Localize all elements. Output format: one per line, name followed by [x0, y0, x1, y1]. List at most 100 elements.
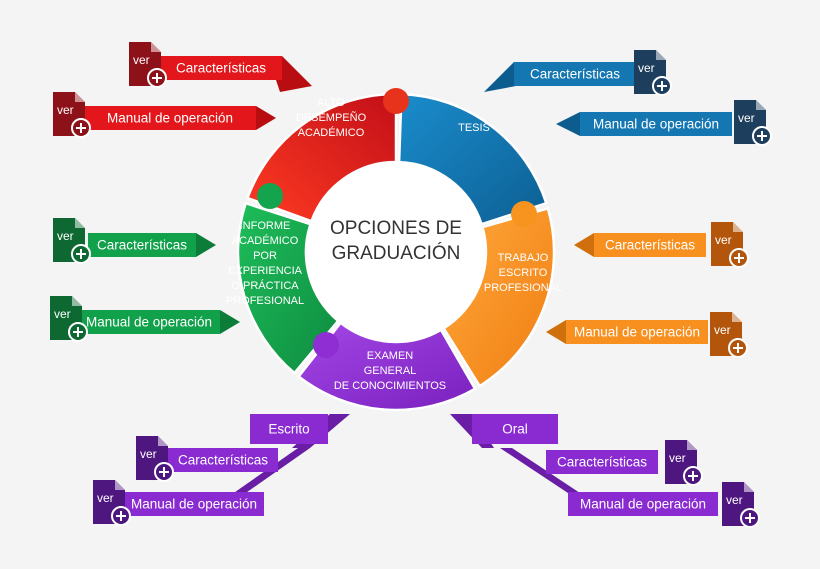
ver-label: ver [57, 103, 74, 117]
green-caracteristicas-bar[interactable]: Características [88, 233, 196, 257]
svg-text:DESEMPEÑO: DESEMPEÑO [296, 111, 367, 124]
puzzle-tab-red [383, 88, 409, 114]
svg-text:ESCRITO: ESCRITO [499, 267, 548, 279]
page-fold-icon [115, 480, 125, 490]
svg-text:INFORME: INFORME [240, 220, 291, 232]
ver-label: ver [57, 229, 74, 243]
plus-icon [757, 131, 767, 141]
bar-label: Características [178, 453, 268, 468]
purple-oral-manual-doc-button[interactable]: ver [722, 482, 760, 528]
connector-red-1 [276, 56, 312, 92]
purple-escrito-bar[interactable]: Escrito [250, 414, 328, 444]
page-fold-icon [158, 436, 168, 446]
svg-text:TRABAJO: TRABAJO [498, 252, 549, 264]
bar-background [568, 492, 718, 516]
bar-label: Manual de operación [580, 497, 706, 512]
orange-caracteristicas-bar[interactable]: Características [594, 233, 706, 257]
green-manual-bar[interactable]: Manual de operación [78, 310, 220, 334]
red-manual-bar[interactable]: Manual de operación [84, 106, 256, 130]
plus-icon [733, 343, 743, 353]
blue-caracteristicas-bar[interactable]: Características [514, 62, 636, 86]
bar-background [594, 233, 706, 257]
ver-label: ver [54, 307, 71, 321]
plus-icon [657, 81, 667, 91]
red-caracteristicas-bar[interactable]: Características [160, 56, 282, 80]
connector-orange-1 [574, 233, 594, 257]
bar-background [566, 320, 708, 344]
purple-oral-manual-bar[interactable]: Manual de operación [568, 492, 718, 516]
svg-text:ACADÉMICO: ACADÉMICO [232, 234, 299, 247]
page-fold-icon [732, 312, 742, 322]
green-caracteristicas-doc-button[interactable]: ver [53, 218, 91, 264]
puzzle-tab-purple [313, 332, 339, 358]
red-caracteristicas-doc-button[interactable]: ver [129, 42, 167, 88]
blue-manual-doc-button[interactable]: ver [734, 100, 772, 146]
connector-orange-2 [546, 320, 566, 344]
plus-icon [76, 249, 86, 259]
orange-caracteristicas-doc-button[interactable]: ver [711, 222, 749, 268]
red-manual-doc-button[interactable]: ver [53, 92, 91, 138]
plus-icon [745, 513, 755, 523]
bar-label: Escrito [268, 422, 309, 437]
svg-text:DE CONOCIMIENTOS: DE CONOCIMIENTOS [334, 380, 446, 392]
svg-text:ALTO: ALTO [317, 97, 345, 109]
ver-label: ver [726, 493, 743, 507]
page-fold-icon [733, 222, 743, 232]
blue-manual-bar[interactable]: Manual de operación [580, 112, 732, 136]
bar-label: Manual de operación [107, 111, 233, 126]
segment-label-examen: EXAMEN GENERAL DE CONOCIMIENTOS [334, 350, 446, 392]
connector-green-1 [196, 233, 216, 257]
bar-background [168, 448, 278, 472]
bar-background [514, 62, 636, 86]
plus-icon [688, 471, 698, 481]
page-fold-icon [151, 42, 161, 52]
purple-escrito-caracteristicas-bar[interactable]: Características [168, 448, 278, 472]
svg-text:PROFESIONAL: PROFESIONAL [484, 282, 562, 294]
page-fold-icon [72, 296, 82, 306]
connector-red-2 [256, 106, 276, 130]
svg-text:TESIS: TESIS [458, 122, 490, 134]
bar-label: Manual de operación [131, 497, 257, 512]
purple-oral-caracteristicas-bar[interactable]: Características [546, 450, 658, 474]
bar-label: Características [530, 67, 620, 82]
orange-manual-bar[interactable]: Manual de operación [566, 320, 708, 344]
svg-text:GENERAL: GENERAL [364, 365, 417, 377]
plus-icon [76, 123, 86, 133]
bar-label: Manual de operación [593, 117, 719, 132]
ver-label: ver [97, 491, 114, 505]
segment-label-alto: ALTO DESEMPEÑO ACADÉMICO [296, 97, 367, 139]
page-fold-icon [75, 92, 85, 102]
bar-background [472, 414, 558, 444]
purple-escrito-caracteristicas-doc-button[interactable]: ver [136, 436, 174, 482]
svg-text:EXAMEN: EXAMEN [367, 350, 414, 362]
connector-purple-escrito-manual [228, 448, 310, 497]
svg-text:EXPERIENCIA: EXPERIENCIA [228, 265, 303, 277]
bar-label: Manual de operación [86, 315, 212, 330]
bar-label: Manual de operación [574, 325, 700, 340]
segment-label-informe: INFORME ACADÉMICO POR EXPERIENCIA O PRÁC… [226, 220, 304, 307]
segment-label-tesis: TESIS [458, 122, 490, 134]
bar-background [78, 310, 220, 334]
page-fold-icon [687, 440, 697, 450]
center-title-line1: OPCIONES DE [330, 218, 462, 239]
bar-background [84, 106, 256, 130]
svg-text:POR: POR [253, 250, 277, 262]
purple-escrito-manual-bar[interactable]: Manual de operación [124, 492, 264, 516]
page-fold-icon [756, 100, 766, 110]
center-hub [306, 162, 486, 342]
purple-escrito-manual-doc-button[interactable]: ver [93, 480, 131, 526]
page-fold-icon [744, 482, 754, 492]
bar-label: Características [97, 238, 187, 253]
blue-caracteristicas-doc-button[interactable]: ver [634, 50, 672, 96]
purple-oral-caracteristicas-doc-button[interactable]: ver [665, 440, 703, 486]
orange-manual-doc-button[interactable]: ver [710, 312, 748, 358]
connector-green-2 [220, 310, 240, 334]
plus-icon [159, 467, 169, 477]
bar-background [160, 56, 282, 80]
page-fold-icon [656, 50, 666, 60]
ver-label: ver [638, 61, 655, 75]
green-manual-doc-button[interactable]: ver [50, 296, 88, 342]
svg-text:O PRÁCTICA: O PRÁCTICA [231, 279, 299, 292]
purple-oral-bar[interactable]: Oral [472, 414, 558, 444]
